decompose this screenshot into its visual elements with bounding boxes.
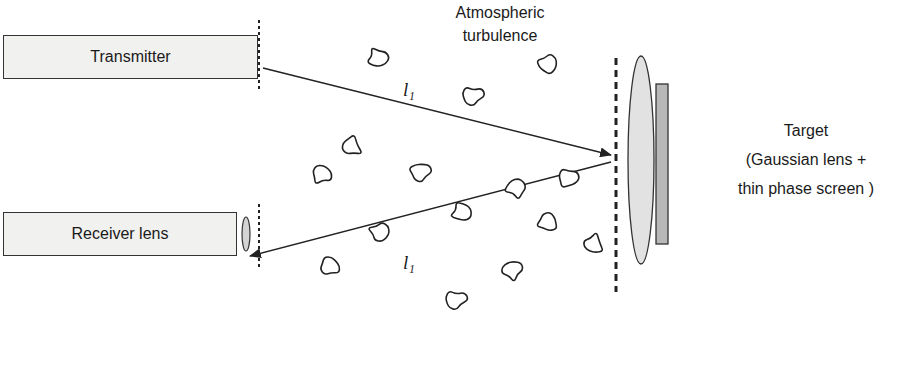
region-label: Atmospheric xyxy=(456,4,545,22)
turbulence-eddy xyxy=(502,262,523,281)
device-box: Receiver lens xyxy=(3,212,237,256)
device-label: Receiver lens xyxy=(72,225,169,243)
path-length: l₁ xyxy=(401,252,417,274)
device-box: Transmitter xyxy=(3,35,258,79)
turbulence-eddy xyxy=(410,164,431,181)
turbulence-eddy xyxy=(463,88,484,105)
device-label: Transmitter xyxy=(90,48,170,66)
turbulence-eddy xyxy=(368,49,388,66)
target-label: thin phase screen ) xyxy=(738,180,874,198)
region-label: turbulence xyxy=(463,27,538,45)
target-plane xyxy=(615,58,618,292)
turbulence-eddy xyxy=(342,136,361,154)
turbulence-eddy xyxy=(313,165,331,183)
beam-path xyxy=(250,162,611,256)
turbulence-eddy xyxy=(321,257,340,274)
gaussian-lens xyxy=(628,56,654,264)
turbulence-eddy xyxy=(505,179,525,198)
turbulence-eddy xyxy=(538,213,557,231)
receiver-lens-symbol xyxy=(242,217,250,251)
target-label: Target xyxy=(784,122,828,140)
target-label: (Gaussian lens + xyxy=(746,151,867,169)
receiver-aperture xyxy=(258,204,260,268)
turbulence-eddy xyxy=(369,223,389,241)
transmitter-aperture xyxy=(258,20,260,92)
turbulence-eddy xyxy=(538,55,557,74)
beam-path xyxy=(263,68,611,155)
turbulence-eddy xyxy=(446,292,467,309)
turbulence-eddy xyxy=(559,170,578,187)
turbulence-eddy xyxy=(584,234,602,253)
phase-screen xyxy=(656,84,668,244)
path-length: l₁ xyxy=(401,79,417,101)
turbulence-eddy xyxy=(451,203,471,220)
